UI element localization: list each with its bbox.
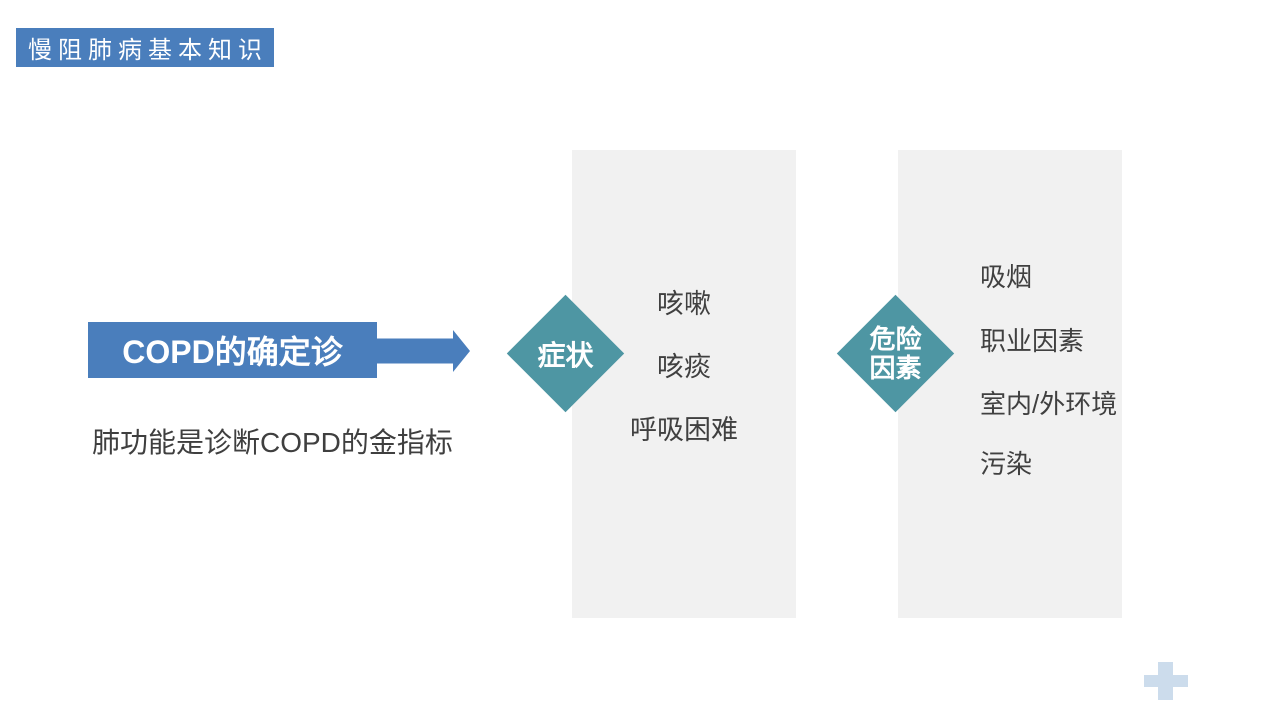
risk-factors-diamond-label: 危险 因素 bbox=[854, 312, 937, 395]
risk-item: 职业因素 bbox=[980, 326, 1085, 356]
risk-item: 吸烟 bbox=[980, 262, 1033, 292]
risk-item: 室内/外环境 bbox=[980, 389, 1118, 419]
risk-diamond-label-line1: 危险 bbox=[869, 323, 922, 354]
symptom-item: 呼吸困难 bbox=[630, 415, 738, 445]
symptom-item: 咳痰 bbox=[657, 352, 711, 382]
header-badge: 慢阻肺病基本知识 bbox=[16, 28, 274, 67]
title-box: COPD的确定诊 bbox=[88, 322, 377, 378]
risk-item: 污染 bbox=[980, 449, 1033, 479]
plus-icon bbox=[1144, 662, 1188, 700]
symptom-item: 咳嗽 bbox=[657, 289, 711, 319]
arrow-right-icon bbox=[377, 330, 470, 372]
risk-factors-panel: 吸烟 职业因素 室内/外环境 污染 bbox=[898, 150, 1122, 618]
symptoms-diamond-label: 症状 bbox=[537, 339, 594, 371]
risk-diamond-label-line2: 因素 bbox=[869, 352, 922, 383]
plus-icon-vertical-bar bbox=[1158, 662, 1173, 700]
symptoms-panel: 咳嗽 咳痰 呼吸困难 bbox=[572, 150, 796, 618]
subtitle-text: 肺功能是诊断COPD的金指标 bbox=[92, 427, 453, 458]
